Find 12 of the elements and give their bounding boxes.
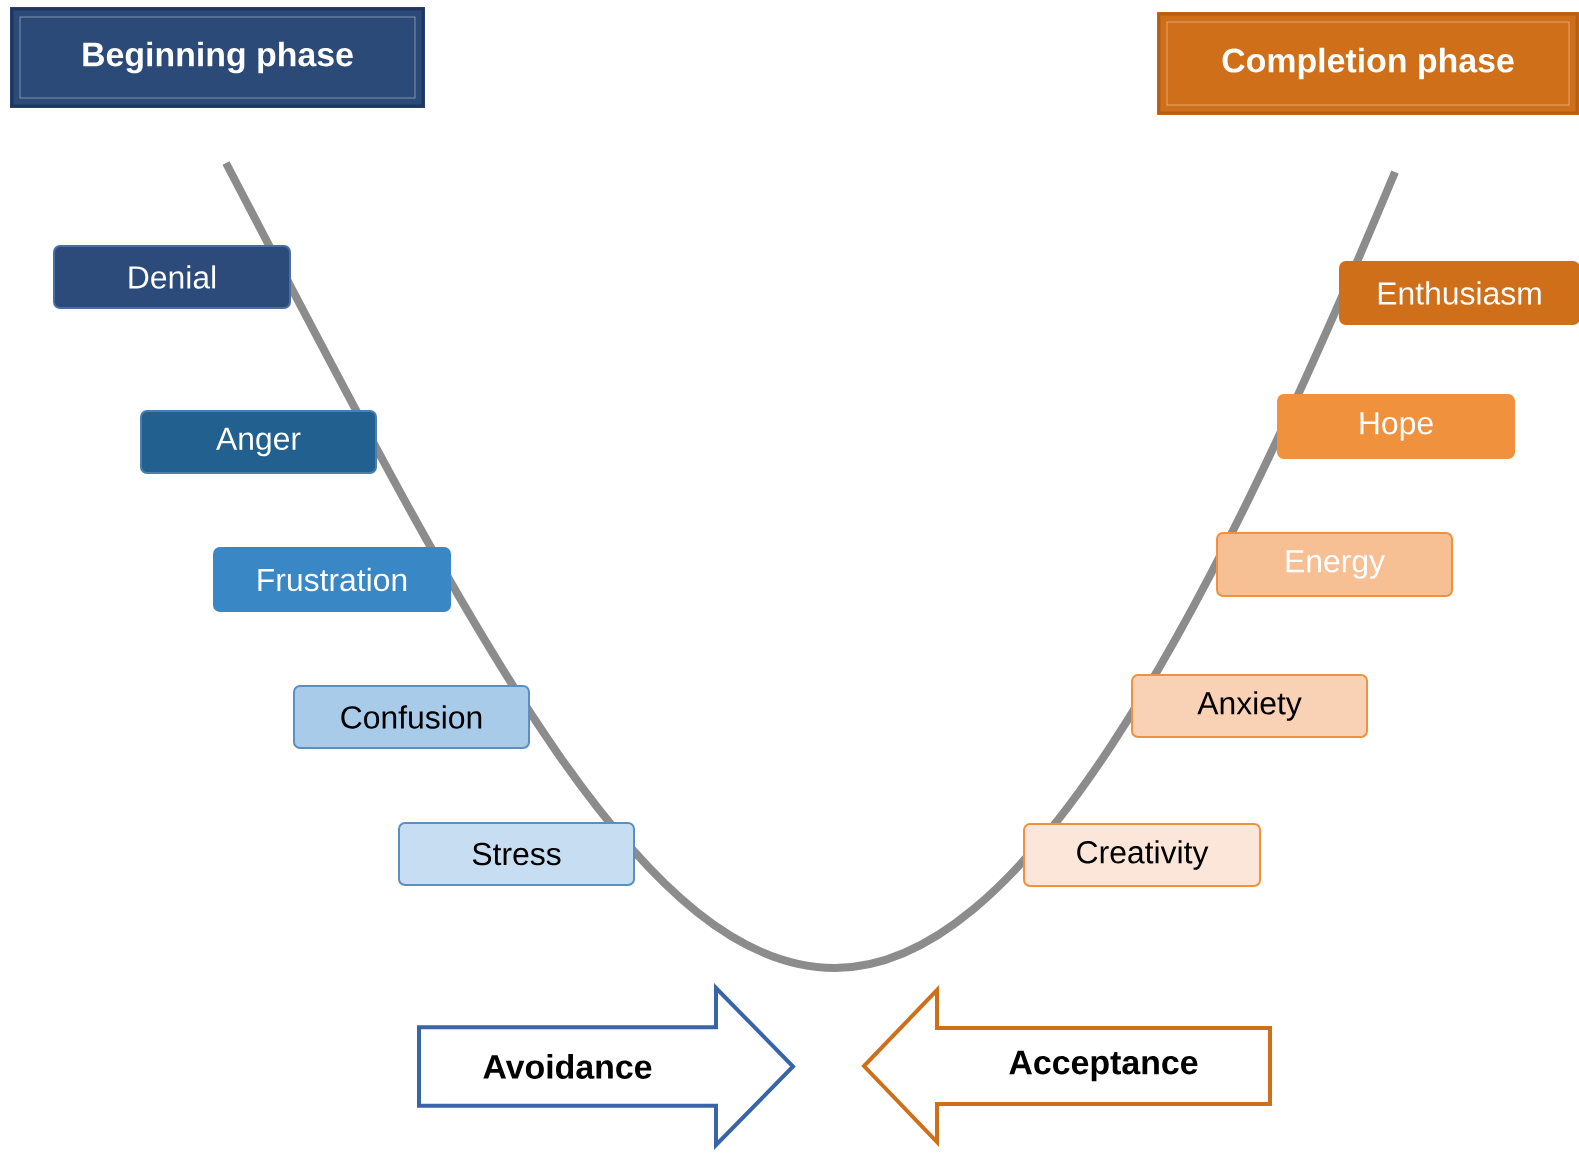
emotion-label: Energy: [1216, 532, 1453, 597]
emotion-label: Creativity: [1023, 823, 1261, 887]
phase-banner: Beginning phase: [10, 7, 425, 108]
emotion-label: Anger: [140, 410, 377, 474]
emotion-label: Enthusiasm: [1339, 261, 1579, 325]
emotion-label: Frustration: [213, 547, 451, 612]
emotion-label: Stress: [398, 822, 635, 886]
phase-banner: Completion phase: [1157, 12, 1579, 115]
emotion-label: Hope: [1277, 394, 1515, 459]
emotion-label: Confusion: [293, 685, 530, 749]
emotion-label: Anxiety: [1131, 674, 1368, 738]
emotion-label: Denial: [53, 245, 291, 309]
